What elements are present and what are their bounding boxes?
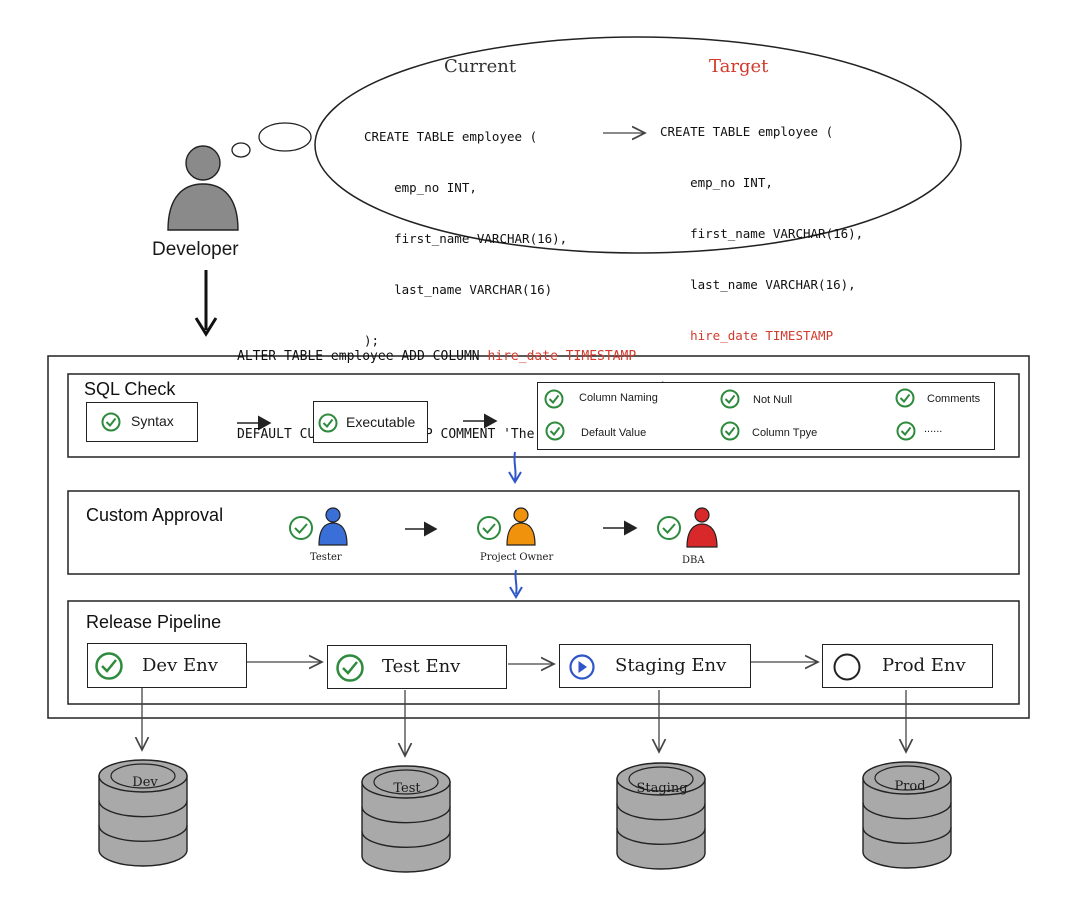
- dba-label: DBA: [682, 555, 705, 566]
- db-prod-cylinder: [862, 761, 952, 869]
- sql-rules-box: Column Naming Not Null Comments Default …: [537, 382, 995, 450]
- check-circle-icon: [896, 421, 916, 441]
- db-staging-label: Staging: [636, 781, 688, 796]
- check-circle-icon: [544, 389, 564, 409]
- thought-bubble: [314, 36, 962, 254]
- check-circle-icon: [336, 654, 364, 682]
- target-code-line: CREATE TABLE employee (: [660, 124, 834, 139]
- target-schema-code: CREATE TABLE employee ( emp_no INT, firs…: [660, 89, 863, 412]
- syntax-label: Syntax: [131, 413, 174, 429]
- current-schema-code: CREATE TABLE employee ( emp_no INT, firs…: [364, 94, 567, 366]
- target-code-line: first_name VARCHAR(16),: [660, 226, 864, 241]
- developer-avatar: [167, 145, 239, 231]
- check-circle-icon: [289, 516, 313, 540]
- env-test[interactable]: Test Env: [327, 645, 507, 689]
- db-dev-label: Dev: [132, 775, 158, 790]
- env-staging[interactable]: Staging Env: [559, 644, 751, 688]
- current-code-line: CREATE TABLE employee (: [364, 129, 538, 144]
- current-title: Current: [444, 56, 517, 77]
- tester-label: Tester: [310, 552, 342, 563]
- env-test-label: Test Env: [382, 656, 461, 677]
- rule-column-naming: Column Naming: [579, 392, 658, 404]
- release-pipeline-section: [67, 600, 1020, 705]
- check-circle-icon: [657, 516, 681, 540]
- sql-check-section: [67, 373, 1020, 458]
- db-staging-cylinder: [616, 762, 706, 870]
- db-prod-label: Prod: [894, 779, 926, 794]
- rule-comments: Comments: [927, 393, 981, 405]
- approver-project-owner[interactable]: Project Owner: [476, 505, 576, 567]
- thought-bubble-tiny: [231, 142, 251, 158]
- alter-line-highlight: hire_date TIMESTAMP: [487, 349, 637, 364]
- check-circle-icon: [895, 388, 915, 408]
- sql-check-title: SQL Check: [84, 379, 176, 399]
- check-circle-icon: [318, 413, 338, 433]
- env-staging-label: Staging Env: [615, 655, 727, 676]
- rule-default-value: Default Value: [581, 427, 647, 439]
- thought-bubble-small: [258, 122, 312, 152]
- custom-approval-title: Custom Approval: [86, 505, 224, 525]
- approver-dba[interactable]: DBA: [656, 505, 736, 567]
- check-circle-icon: [477, 516, 501, 540]
- rule-not-null: Not Null: [753, 394, 793, 406]
- syntax-step[interactable]: Syntax: [86, 402, 198, 442]
- db-dev-cylinder: [98, 759, 188, 867]
- env-dev-label: Dev Env: [142, 655, 218, 676]
- play-circle-icon: [569, 654, 595, 680]
- outer-frame: [47, 355, 1030, 719]
- env-prod-label: Prod Env: [882, 655, 966, 676]
- alter-line-prefix: ALTER TABLE employee ADD COLUMN: [237, 349, 488, 364]
- executable-label: Executable: [346, 414, 416, 430]
- rule-more: ......: [924, 423, 943, 435]
- env-dev[interactable]: Dev Env: [87, 643, 247, 688]
- target-added-column: hire_date TIMESTAMP: [660, 328, 834, 343]
- tester-person-icon: [318, 507, 348, 546]
- executable-step[interactable]: Executable: [313, 401, 428, 443]
- db-test-cylinder: [361, 765, 451, 873]
- current-code-line: last_name VARCHAR(16): [364, 282, 553, 297]
- release-pipeline-title: Release Pipeline: [86, 612, 222, 632]
- rule-column-type: Column Tpye: [752, 427, 818, 439]
- flow-arrow-1: [513, 451, 517, 481]
- db-test-label: Test: [393, 781, 421, 796]
- check-circle-icon: [720, 389, 740, 409]
- dba-person-icon: [686, 507, 718, 548]
- project-owner-label: Project Owner: [480, 552, 554, 563]
- flow-arrow-2: [514, 569, 518, 595]
- pending-circle-icon: [833, 653, 861, 681]
- check-circle-icon: [101, 412, 121, 432]
- target-code-line: emp_no INT,: [660, 175, 773, 190]
- current-code-line: first_name VARCHAR(16),: [364, 231, 568, 246]
- current-code-line: emp_no INT,: [364, 180, 477, 195]
- env-prod[interactable]: Prod Env: [822, 644, 993, 688]
- custom-approval-section: [67, 490, 1020, 575]
- check-circle-icon: [545, 421, 565, 441]
- project-owner-person-icon: [506, 507, 536, 546]
- check-circle-icon: [95, 652, 123, 680]
- target-title: Target: [709, 56, 769, 77]
- check-circle-icon: [720, 421, 740, 441]
- approver-tester[interactable]: Tester: [288, 505, 368, 567]
- current-code-line: );: [364, 333, 380, 348]
- developer-label: Developer: [152, 239, 239, 260]
- target-code-line: last_name VARCHAR(16),: [660, 277, 856, 292]
